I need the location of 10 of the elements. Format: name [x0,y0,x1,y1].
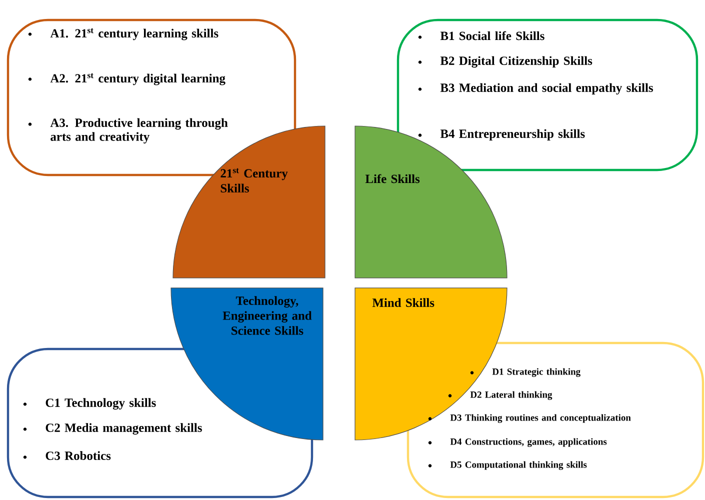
list-item: D4 Constructions, games, applications [450,438,607,447]
list-item: D5 Computational thinking skills [450,461,587,470]
list-item: C3 Robotics [46,451,111,460]
list-item: B2 Digital Citizenship Skills [440,56,592,68]
list-item: B1 Social life Skills [440,31,544,40]
list-box [396,18,698,172]
list-item: B3 Mediation and social empathy skills [440,83,654,95]
list-item: A2. 21$^{st}$ century digital learning [50,73,226,86]
list-item: A1. 21$^{st}$ century learning skills [50,28,218,40]
list-item: C1 Technology skills [46,398,156,410]
